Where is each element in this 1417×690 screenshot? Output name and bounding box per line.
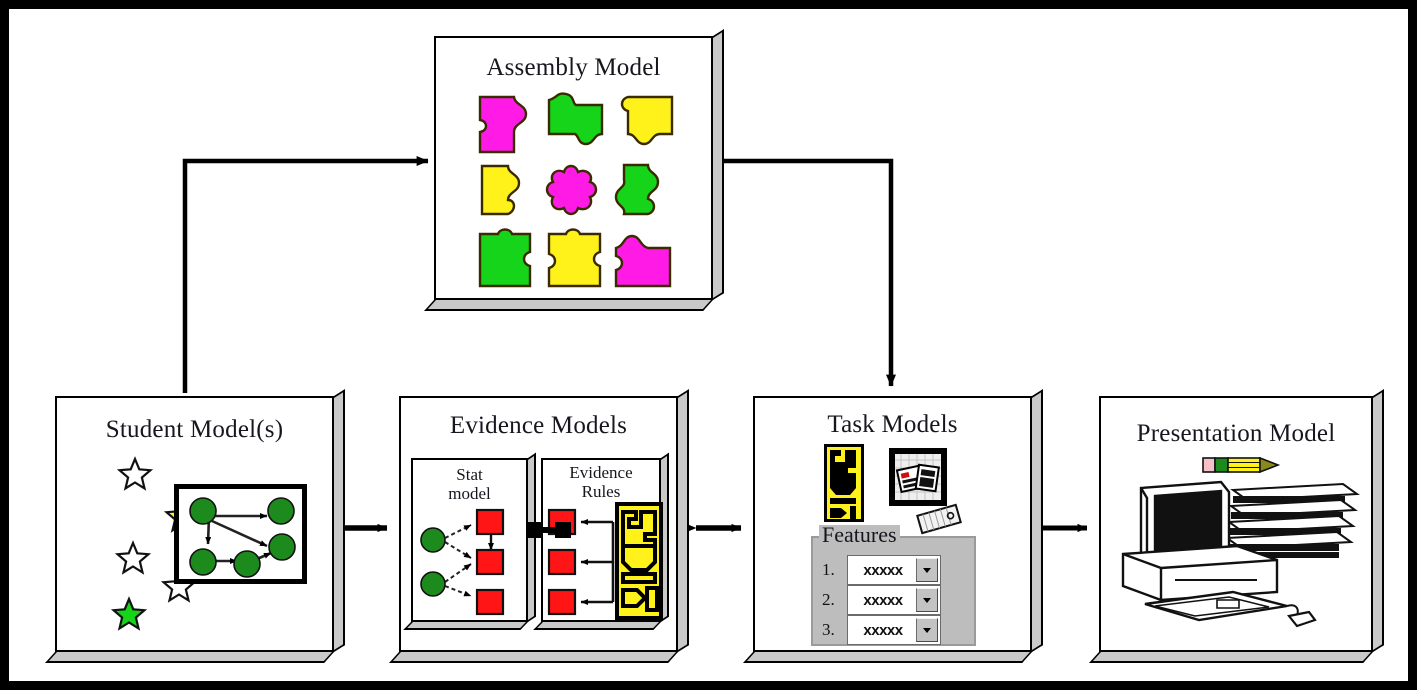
stat-observable xyxy=(475,548,505,576)
feature-number: 1. xyxy=(822,560,835,579)
network-node xyxy=(189,548,217,576)
subpanel-stat-model: Stat model xyxy=(403,452,536,630)
stat-observable xyxy=(475,508,505,536)
puzzle-piece xyxy=(480,164,521,216)
puzzle-piece xyxy=(614,163,660,216)
panel-evidence-models: Evidence Models Stat model xyxy=(389,389,689,663)
subpanel-evidence-rules: Evidence Rules xyxy=(533,452,669,630)
puzzle-piece xyxy=(614,234,672,288)
chevron-down-icon[interactable] xyxy=(916,588,938,612)
star-outline xyxy=(116,541,150,574)
feature-dropdown-value: xxxxx xyxy=(850,588,916,612)
task-picture-icon xyxy=(889,448,947,506)
chevron-down-icon[interactable] xyxy=(916,558,938,582)
feature-row: 3. xxxxx xyxy=(818,615,941,645)
chevron-down-icon[interactable] xyxy=(916,618,938,642)
connector-layer xyxy=(182,156,1088,533)
student-network-box xyxy=(174,484,307,584)
feature-row: 2. xxxxx xyxy=(818,585,941,615)
feature-number: 3. xyxy=(822,620,835,639)
subpanel-bottom-face xyxy=(403,622,528,630)
puzzle-piece xyxy=(478,95,528,154)
task-models-title: Task Models xyxy=(827,411,958,438)
features-legend: Features xyxy=(819,524,900,546)
evidence-rules-title-line2: Rules xyxy=(581,482,621,501)
puzzle-piece xyxy=(547,228,602,288)
bayes-network xyxy=(189,497,296,578)
stat-node xyxy=(420,571,446,597)
evidence-rules-title-line1: Evidence xyxy=(569,463,633,482)
panel-side-face xyxy=(1373,389,1384,652)
puzzle-piece xyxy=(545,164,598,216)
network-node xyxy=(189,497,217,525)
stat-model-title-line1: Stat xyxy=(456,465,483,484)
stat-observable xyxy=(475,588,505,616)
presentation-model-title: Presentation Model xyxy=(1136,420,1336,447)
star-green xyxy=(112,597,146,630)
feature-dropdown-1[interactable]: xxxxx xyxy=(847,555,941,585)
student-model-title: Student Model(s) xyxy=(105,416,284,443)
star-outline xyxy=(118,457,152,490)
stat-model-graph xyxy=(420,508,505,616)
puzzle-piece xyxy=(547,92,604,146)
evidence-rules-graph xyxy=(547,502,663,620)
features-group: Features 1. xxxxx 2. xxxxx 3. xxxxx xyxy=(811,524,976,646)
feature-dropdown-value: xxxxx xyxy=(850,618,916,642)
panel-task-models: Task Models xyxy=(743,389,1043,663)
task-document-icon xyxy=(824,444,864,522)
puzzle-piece xyxy=(620,95,674,146)
evidence-models-title: Evidence Models xyxy=(449,412,628,439)
panel-student-model: Student Model(s) xyxy=(45,389,345,663)
network-node xyxy=(268,533,296,561)
panel-side-face xyxy=(713,29,724,301)
puzzle-piece xyxy=(478,228,532,288)
panel-bottom-face xyxy=(743,652,1032,663)
work-product-icon xyxy=(615,502,663,620)
subpanel-bottom-face xyxy=(533,622,661,630)
evidence-observable xyxy=(547,548,577,576)
panel-bottom-face xyxy=(389,652,678,663)
connector-student-to-assembly xyxy=(182,156,429,393)
feature-dropdown-2[interactable]: xxxxx xyxy=(847,585,941,615)
network-node xyxy=(267,497,295,525)
feature-number: 2. xyxy=(822,590,835,609)
panel-side-face xyxy=(334,389,345,652)
panel-side-face xyxy=(678,389,689,652)
media-stack-icon xyxy=(1224,482,1360,558)
panel-presentation-model: Presentation Model xyxy=(1089,389,1384,663)
stat-model-title-line2: model xyxy=(448,484,491,503)
evidence-observable xyxy=(547,588,577,616)
feature-dropdown-value: xxxxx xyxy=(850,558,916,582)
panel-bottom-face xyxy=(424,300,713,311)
task-card-icon xyxy=(916,503,962,535)
feature-row: 1. xxxxx xyxy=(818,555,941,585)
panel-bottom-face xyxy=(45,652,335,663)
connector-assembly-to-task xyxy=(715,158,896,387)
computer-icon xyxy=(1121,480,1317,628)
panel-assembly-model: Assembly Model xyxy=(424,29,724,311)
panel-side-face xyxy=(1032,389,1043,652)
panel-bottom-face xyxy=(1089,652,1373,663)
assembly-model-title: Assembly Model xyxy=(486,54,661,81)
evidence-chain-link xyxy=(527,522,571,538)
stat-node xyxy=(420,527,446,553)
feature-dropdown-3[interactable]: xxxxx xyxy=(847,615,941,645)
network-node xyxy=(233,550,261,578)
puzzle-grid xyxy=(478,92,674,288)
pencil-icon xyxy=(1202,456,1281,474)
